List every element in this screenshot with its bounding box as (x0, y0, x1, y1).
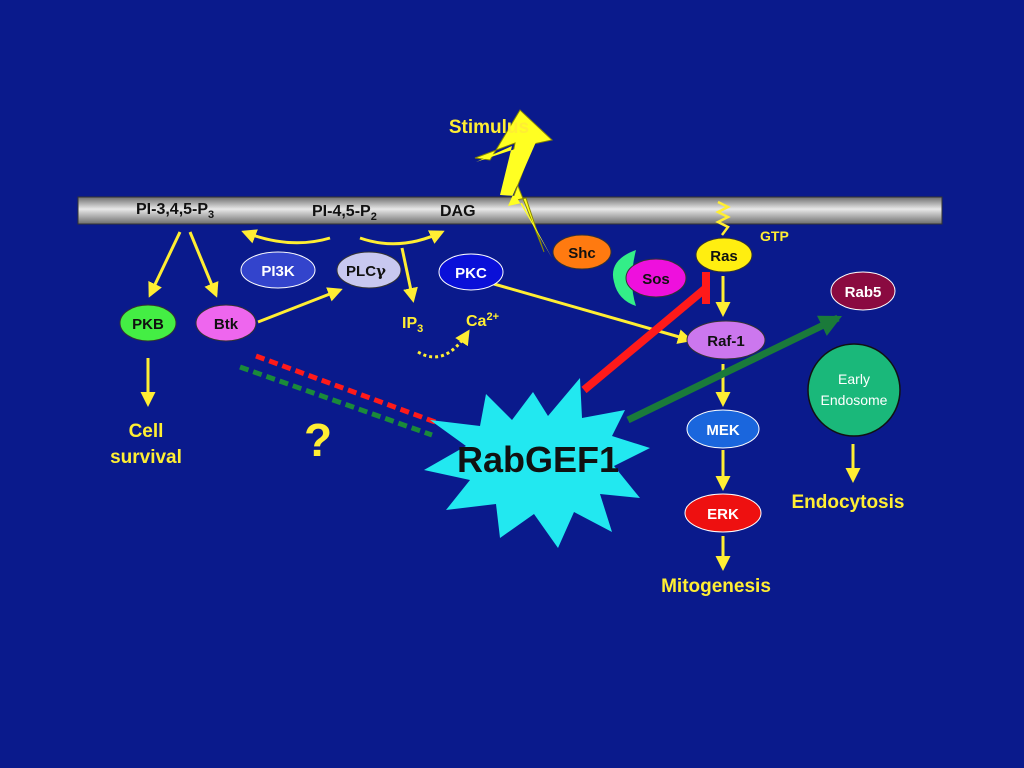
svg-text:PKB: PKB (132, 316, 164, 333)
arrow-pi345-to-btk (188, 231, 219, 298)
pi45-label: PI-4,5-P2 (312, 203, 377, 223)
ca2-label: Ca2+ (466, 311, 499, 330)
dag-label: DAG (440, 203, 476, 220)
rabgef1-label: RabGEF1 (457, 439, 619, 480)
stimulus-label: Stimulus (449, 117, 529, 138)
node-pi3k: PI3K (240, 251, 316, 289)
yellow-arrows (140, 229, 861, 571)
node-btk: Btk (195, 304, 257, 342)
cell-survival-label-line2: survival (110, 447, 182, 468)
arrow-ip3-to-ca (417, 329, 470, 359)
node-pkb: PKB (119, 304, 177, 342)
svg-text:PKC: PKC (455, 265, 487, 282)
node-pkc: PKC (438, 253, 504, 291)
arrow-plc-to-ip3 (400, 247, 418, 303)
rabgef1-inhibits-ras (581, 272, 710, 394)
node-erk: ERK (684, 493, 762, 533)
mitogenesis-label: Mitogenesis (661, 576, 771, 597)
node-mek: MEK (686, 409, 760, 449)
svg-text:Early: Early (838, 371, 870, 387)
svg-text:Raf-1: Raf-1 (707, 333, 745, 350)
arrow-pi345-to-pkb (148, 231, 182, 298)
rabgef1-starburst (424, 378, 650, 548)
svg-text:Ras: Ras (710, 248, 738, 265)
svg-text:Shc: Shc (568, 245, 596, 262)
node-raf1: Raf-1 (686, 320, 766, 360)
early-endosome: Early Endosome (807, 343, 901, 437)
svg-text:Endosome: Endosome (821, 392, 888, 408)
arrow-btk-to-plc (257, 287, 343, 324)
node-ras: Ras (695, 237, 753, 273)
rabgef1-activates-rab5 (626, 314, 843, 424)
arrow-plc-to-dag (359, 230, 445, 246)
svg-text:PLCγ: PLCγ (346, 262, 386, 280)
stimulus-lightning-bolt-shape (476, 142, 552, 258)
question-mark: ? (304, 414, 332, 466)
pi345-label: PI-3,4,5-P3 (136, 201, 214, 221)
dashed-green-link (239, 364, 433, 438)
svg-text:Sos: Sos (642, 271, 670, 288)
node-shc: Shc (552, 234, 612, 270)
svg-text:ERK: ERK (707, 506, 739, 523)
dashed-red-link (255, 353, 447, 429)
cell-survival-label-line1: Cell (129, 421, 164, 442)
svg-text:PI3K: PI3K (261, 263, 295, 280)
ras-lipid-anchor-squiggle (715, 200, 731, 236)
svg-text:Btk: Btk (214, 316, 239, 333)
grb2-adaptor-shape (612, 250, 636, 306)
arrow-plc-to-pi345 (241, 229, 331, 245)
ip3-label: IP3 (402, 315, 423, 335)
gtp-label: GTP (760, 228, 789, 244)
node-plcgamma: PLCγ (336, 251, 402, 289)
node-sos: Sos (625, 258, 687, 298)
node-rab5: Rab5 (830, 271, 896, 311)
svg-text:MEK: MEK (706, 422, 740, 439)
svg-text:Rab5: Rab5 (845, 284, 882, 301)
endocytosis-label: Endocytosis (792, 492, 905, 513)
